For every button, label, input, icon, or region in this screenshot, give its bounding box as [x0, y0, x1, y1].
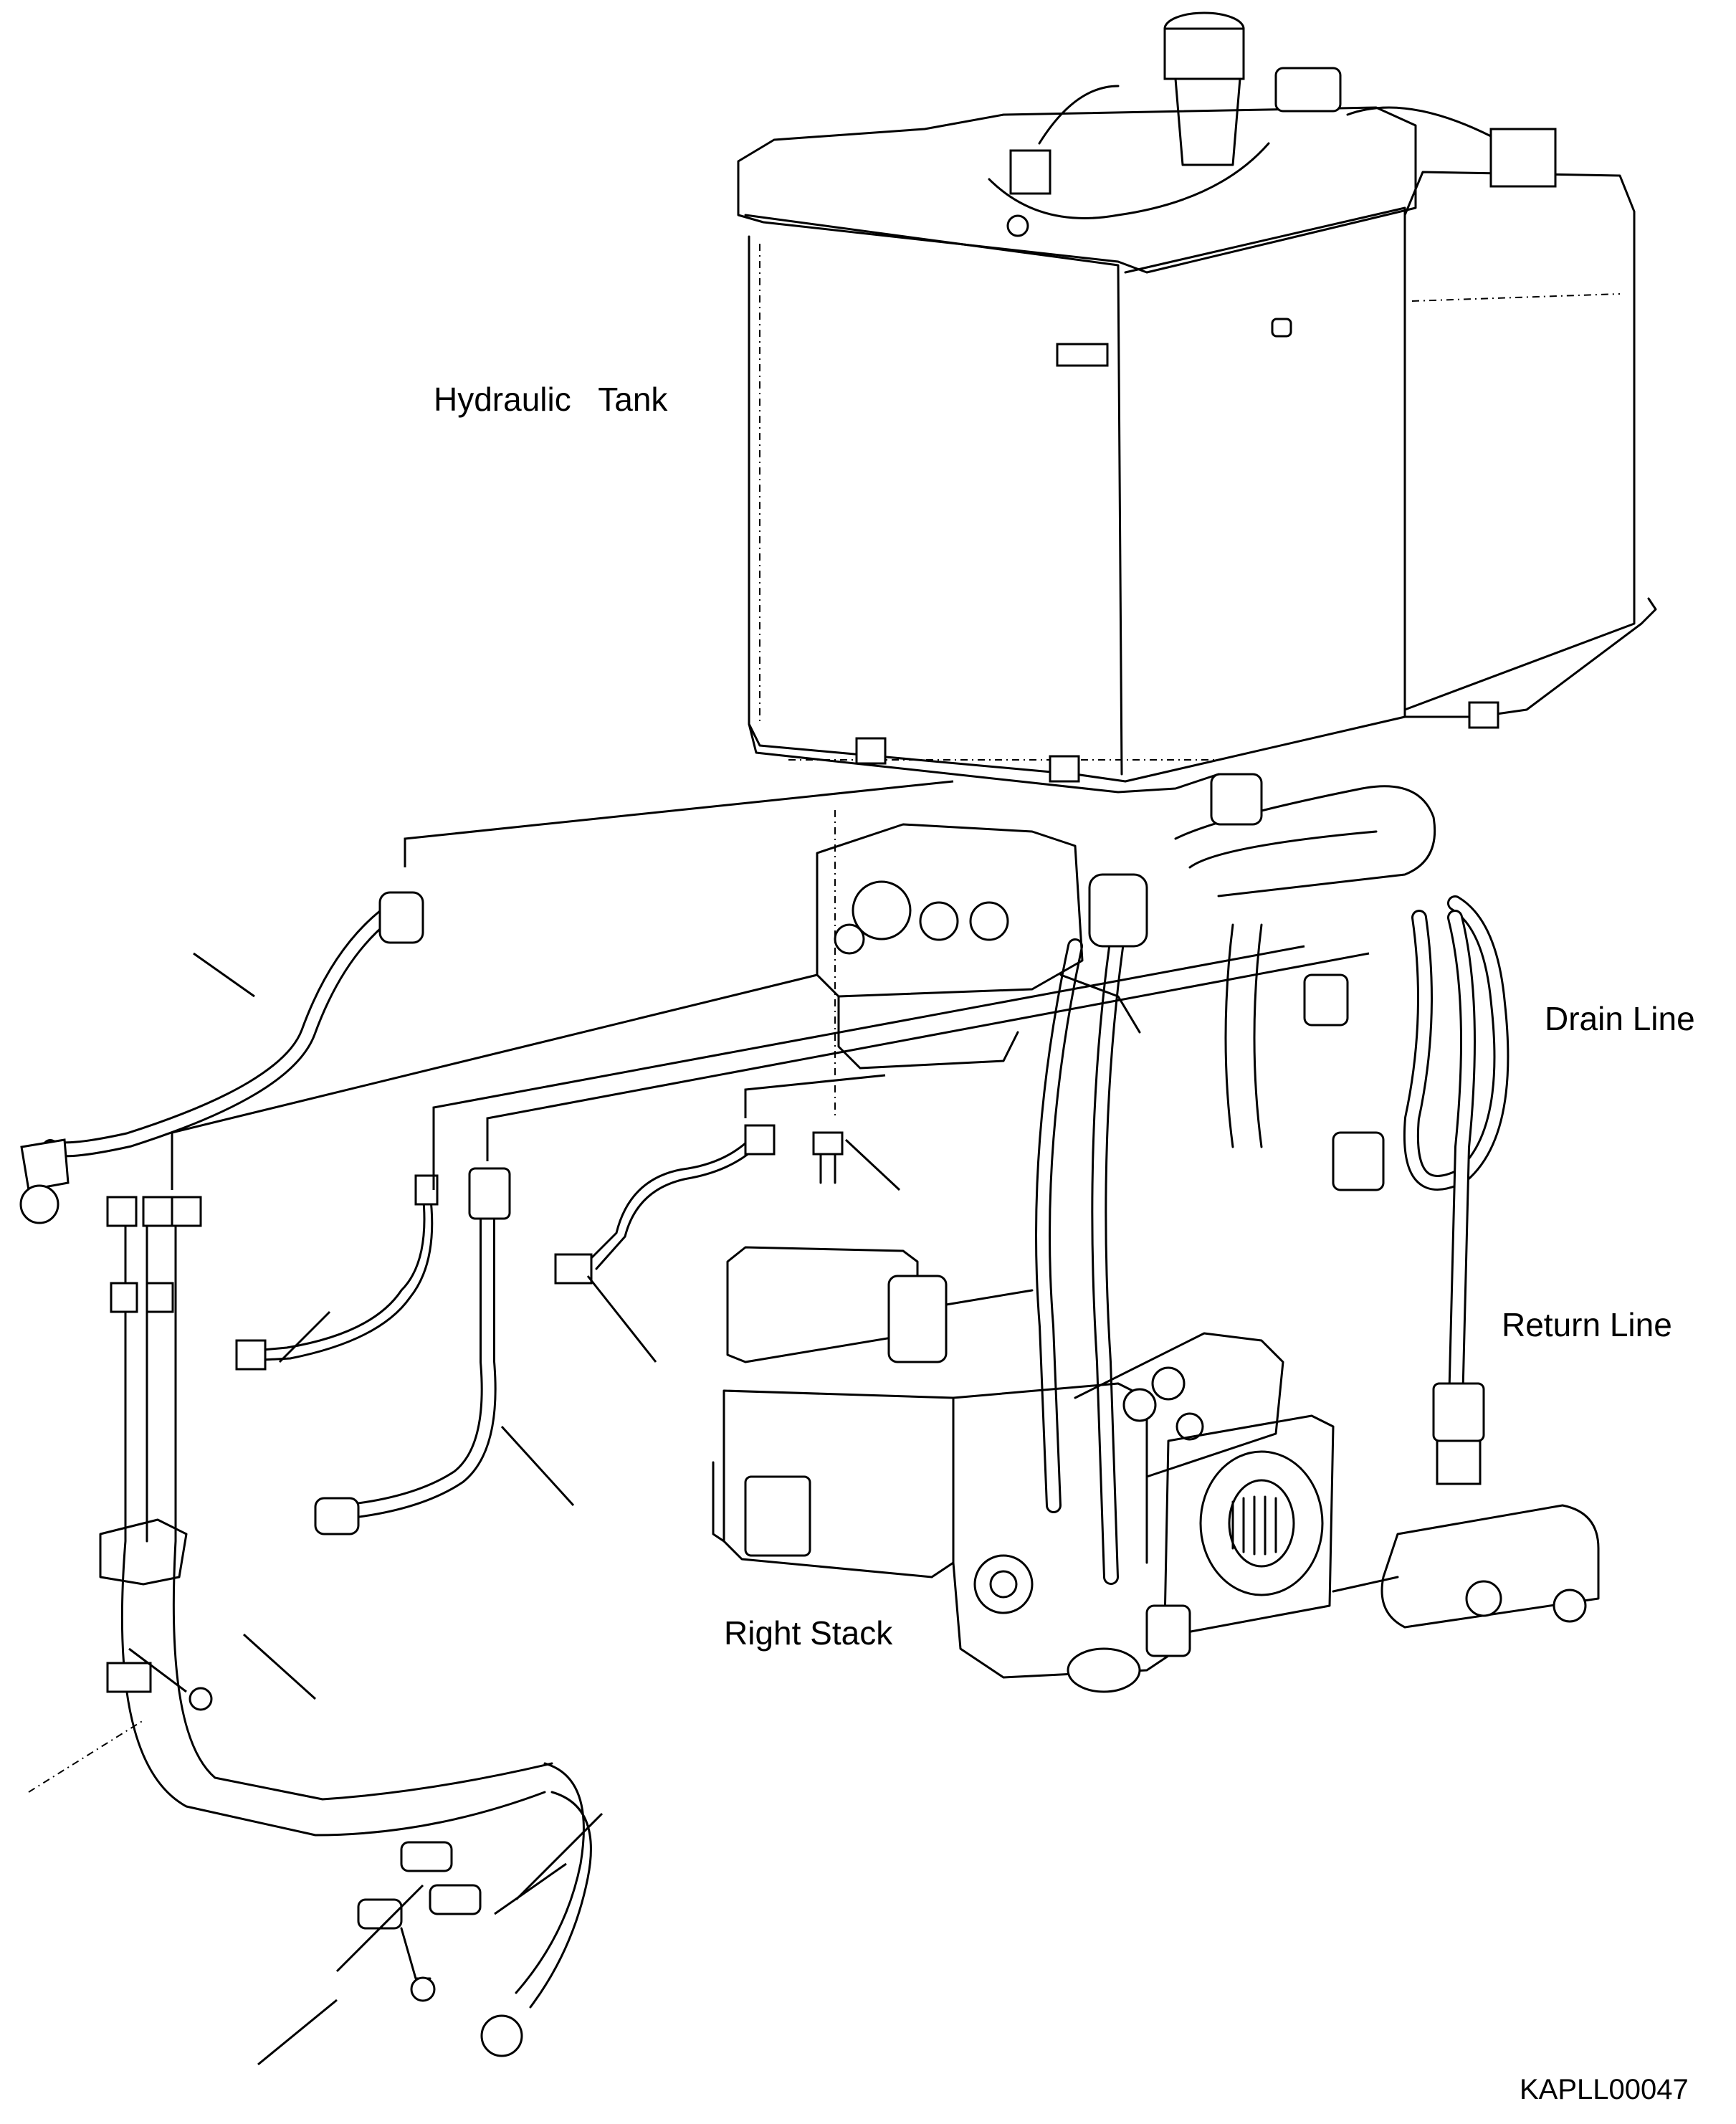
control-valve-drawing	[816, 810, 1148, 1118]
drain-line-label: Drain Line	[1545, 1000, 1695, 1037]
hydraulic-tank-label: Hydraulic Tank	[434, 381, 668, 418]
leader-lines	[128, 780, 1370, 2066]
tank-hose-lines-drawing	[1035, 773, 1510, 1585]
hydraulic-tank-drawing	[737, 11, 1657, 794]
right-stack-label: Right Stack	[724, 1614, 893, 1652]
return-line-label: Return Line	[1502, 1306, 1672, 1343]
left-hoses-drawing	[19, 891, 844, 2057]
pump-assembly-drawing	[712, 1246, 1600, 1693]
reference-code: KAPLL00047	[1520, 2074, 1689, 2105]
